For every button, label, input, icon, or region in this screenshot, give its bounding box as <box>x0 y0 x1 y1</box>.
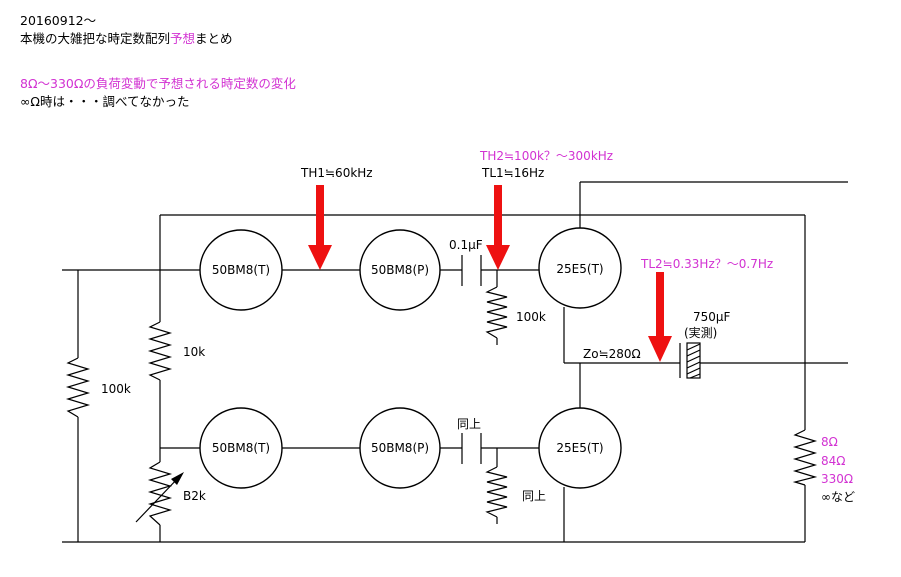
arrow-tl2 <box>648 272 672 362</box>
resistor-grid-top <box>485 286 508 339</box>
tube-v4-label: 50BM8(T) <box>212 441 270 455</box>
zo-label: Zo≒280Ω <box>583 347 641 361</box>
tube-v1-label: 50BM8(T) <box>212 263 270 277</box>
arrow-th1 <box>308 185 332 270</box>
capacitor-output <box>679 342 701 379</box>
th1-annotation: TH1≒60kHz <box>300 166 373 180</box>
capacitor-top <box>461 255 482 286</box>
title-prefix: 本機の大雑把な時定数配列 <box>20 31 171 46</box>
capacitor-bottom <box>461 433 482 464</box>
tube-v2: 50BM8(P) <box>359 229 441 311</box>
variable-resistor <box>135 461 184 526</box>
c-output-note: (実測) <box>684 325 717 340</box>
tube-v2-label: 50BM8(P) <box>371 263 429 277</box>
r-bias-label: 10k <box>183 345 205 359</box>
r-grid-top-label: 100k <box>516 310 546 324</box>
load-change-note: 8Ω～330Ωの負荷変動で予想される時定数の変化 <box>20 76 296 91</box>
vr-label: B2k <box>183 489 206 503</box>
title-highlight: 予想 <box>170 31 196 46</box>
load-value-8: 8Ω <box>821 435 838 449</box>
resistor-grid-bottom <box>485 466 508 518</box>
tube-v6: 25E5(T) <box>538 407 622 489</box>
tube-v1: 50BM8(T) <box>199 229 283 311</box>
wires <box>62 181 848 543</box>
date-label: 20160912～ <box>20 13 97 28</box>
resistor-input <box>65 357 91 418</box>
tl1-annotation: TL1≒16Hz <box>481 166 544 180</box>
tube-v3: 25E5(T) <box>538 227 622 309</box>
r-grid-bottom-label: 同上 <box>522 489 546 503</box>
tube-v5-label: 50BM8(P) <box>371 441 429 455</box>
tube-v4: 50BM8(T) <box>199 407 283 489</box>
tube-v5: 50BM8(P) <box>359 407 441 489</box>
c-output-label: 750μF <box>693 310 731 324</box>
th2-annotation: TH2≒100k？～300kHz <box>479 149 613 163</box>
c-bottom-label: 同上 <box>457 417 481 431</box>
resistor-bias <box>147 321 173 381</box>
title-suffix: まとめ <box>195 31 233 46</box>
load-value-infinite: ∞など <box>821 490 855 504</box>
r-input-label: 100k <box>101 382 131 396</box>
arrow-th2-tl1 <box>486 185 510 270</box>
c-top-label: 0.1μF <box>449 238 483 252</box>
page-title: 本機の大雑把な時定数配列予想まとめ <box>20 31 233 47</box>
resistor-load <box>792 429 818 486</box>
tube-v3-label: 25E5(T) <box>556 262 603 276</box>
tube-v6-label: 25E5(T) <box>556 441 603 455</box>
load-value-330: 330Ω <box>821 472 853 486</box>
tl2-annotation: TL2≒0.33Hz？～0.7Hz <box>640 257 773 271</box>
infinite-note: ∞Ω時は・・・調べてなかった <box>20 94 190 109</box>
load-value-84: 84Ω <box>821 454 845 468</box>
